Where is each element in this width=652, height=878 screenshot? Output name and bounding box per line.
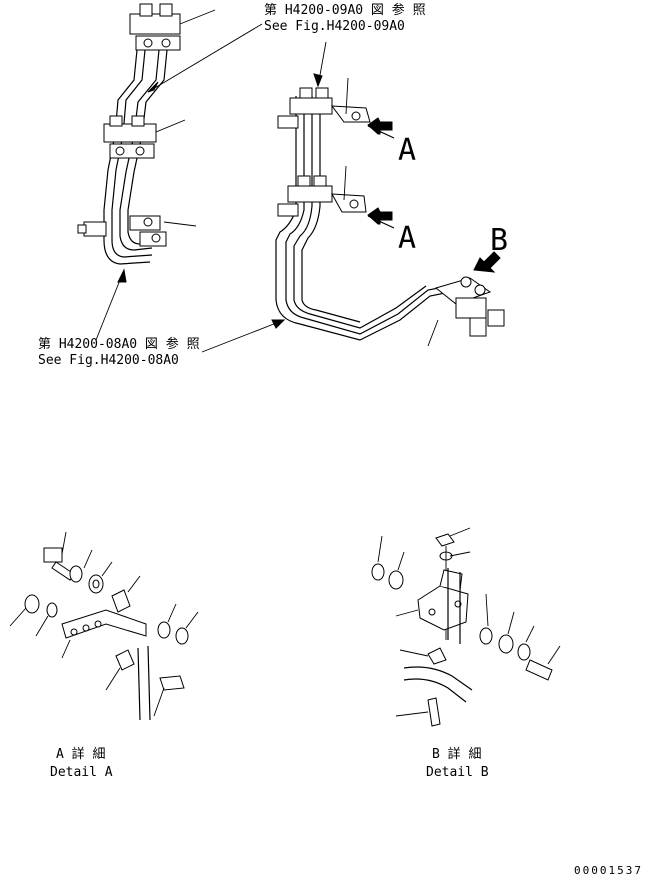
detail-a-caption: A 詳 細 Detail A [50,746,113,780]
detail-a-exploded-view [9,531,199,721]
left-pipe-assembly [77,3,263,265]
view-arrow-a-upper [367,117,395,139]
view-label-a-upper: A [398,133,416,168]
reference-09-en: See Fig.H4200-09A0 [264,19,405,34]
reference-note-08a0: 第 H4200-08A0 図 参 照 See Fig.H4200-08A0 [38,336,200,368]
reference-08-jp: 第 H4200-08A0 図 参 照 [38,336,200,352]
detail-a-jp: A 詳 細 [56,746,105,762]
detail-b-caption: B 詳 細 Detail B [426,746,489,780]
reference-08-en: See Fig.H4200-08A0 [38,353,179,368]
detail-b-jp: B 詳 細 [432,746,481,762]
view-arrow-a-lower [367,207,395,229]
detail-b-exploded-view [371,527,561,727]
view-label-a-lower: A [398,221,416,256]
view-arrow-b [473,251,501,273]
reference-note-09a0: 第 H4200-09A0 図 参 照 See Fig.H4200-09A0 [264,2,426,34]
detail-a-en: Detail A [50,765,113,780]
detail-b-en: Detail B [426,765,489,780]
reference-09-jp: 第 H4200-09A0 図 参 照 [264,2,426,18]
right-pipe-assembly [95,41,505,353]
drawing-number: 00001537 [574,864,643,877]
view-label-b: B [490,223,508,258]
